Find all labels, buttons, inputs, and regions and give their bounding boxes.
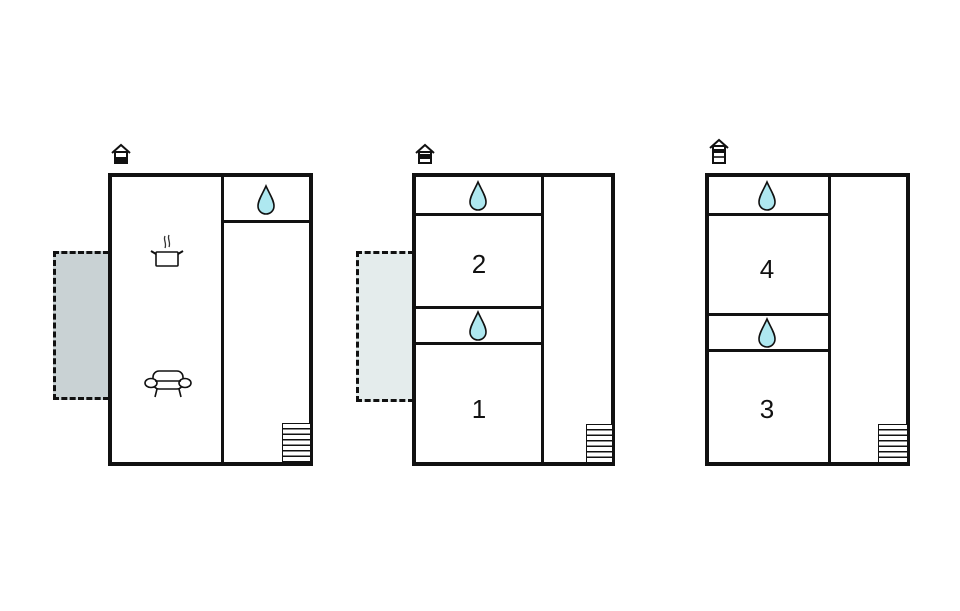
terrace <box>356 251 414 402</box>
water-drop-icon <box>469 309 487 341</box>
wall-divider <box>828 175 831 464</box>
water-drop-icon <box>758 179 776 211</box>
water-drop-icon <box>758 316 776 348</box>
sofa-icon <box>144 370 192 398</box>
wall-divider <box>414 306 542 309</box>
house-level-first-icon <box>415 143 435 164</box>
floor-outline <box>412 173 615 466</box>
room-label: 1 <box>471 394 487 424</box>
room-label: 2 <box>471 249 487 279</box>
house-level-ground-icon <box>111 143 131 164</box>
water-drop-icon <box>257 183 275 215</box>
terrace <box>53 251 109 400</box>
wall-divider <box>707 349 829 352</box>
room-label: 4 <box>759 254 775 284</box>
house-level-second-icon <box>709 138 729 164</box>
stairs-icon <box>586 424 612 462</box>
wall-divider <box>541 175 544 464</box>
wall-divider <box>221 175 224 464</box>
wall-divider <box>414 213 542 216</box>
wall-divider <box>222 220 311 223</box>
stairs-icon <box>282 423 310 462</box>
wall-divider <box>707 313 829 316</box>
stairs-icon <box>878 424 907 462</box>
wall-divider <box>414 342 542 345</box>
wall-divider <box>707 213 829 216</box>
room-label: 3 <box>759 394 775 424</box>
water-drop-icon <box>469 179 487 211</box>
cooking-pot-icon <box>150 234 184 267</box>
floor-outline <box>705 173 910 466</box>
